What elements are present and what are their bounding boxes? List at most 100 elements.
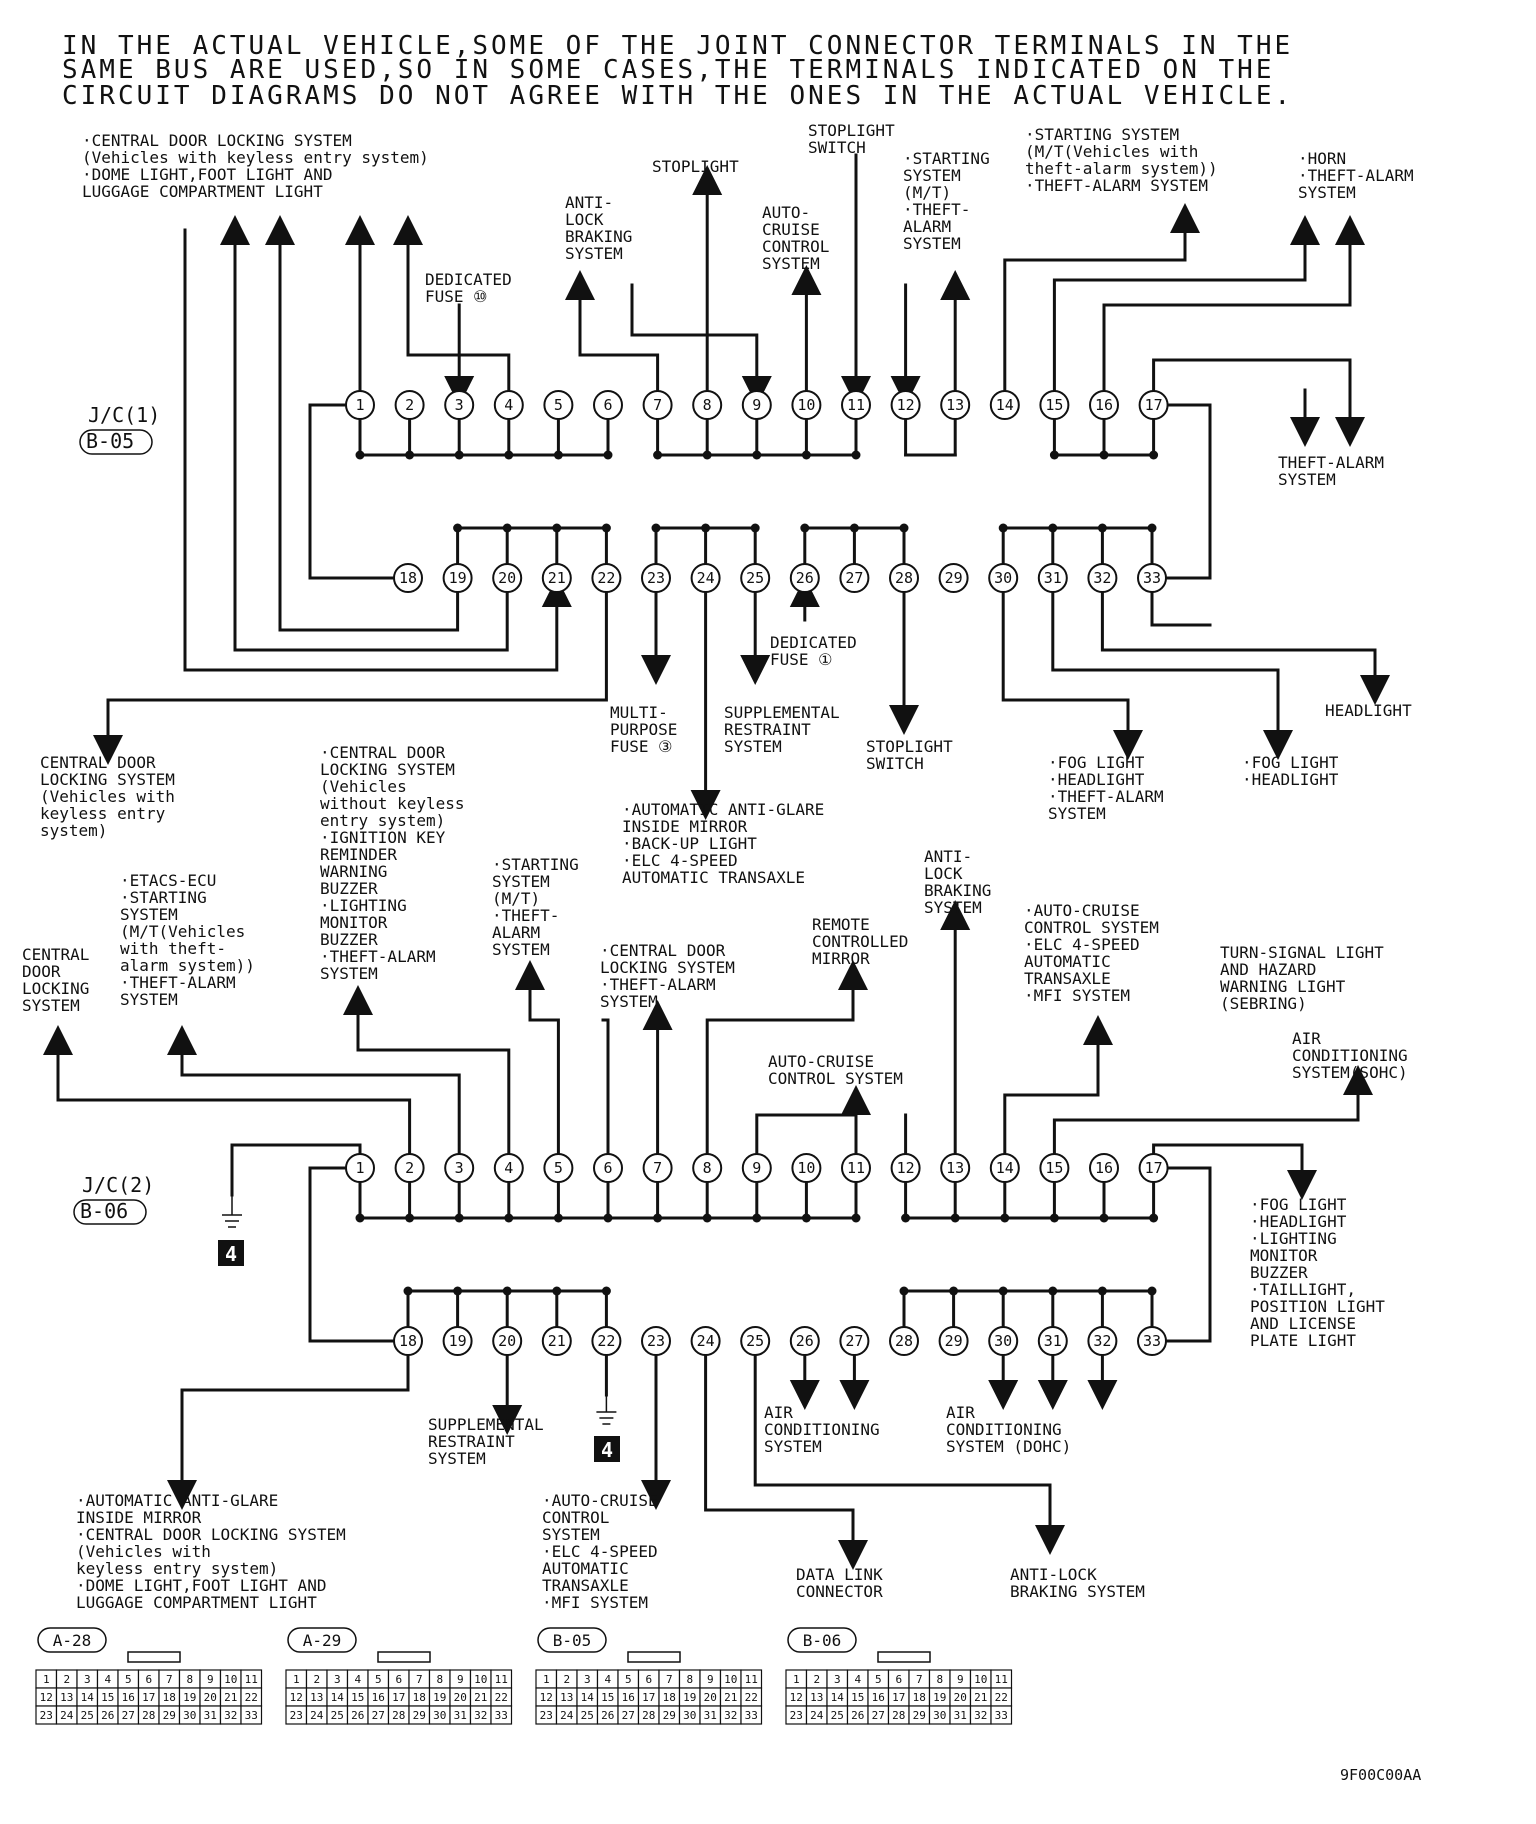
connector-A-28-cell-6-label: 6 — [145, 1673, 152, 1686]
label-jc2-b: ·ETACS-ECU·STARTINGSYSTEM(M/T(Vehicleswi… — [120, 871, 255, 1009]
junction-dot — [949, 1286, 959, 1296]
label-jc2-p-line-6: ·MFI SYSTEM — [542, 1593, 648, 1612]
jc2-pin-26-number: 26 — [796, 1332, 814, 1350]
label-jc1-t: HEADLIGHT — [1325, 701, 1412, 720]
jc2-pin-14: 14 — [989, 1153, 1020, 1183]
jc2-pin-12-number: 12 — [897, 1159, 915, 1177]
connector-A-29-tag-box — [287, 1627, 357, 1653]
jc2-pin-6-number: 6 — [603, 1159, 612, 1177]
label-jc2-n-line-0: AIR — [946, 1403, 975, 1422]
w2-18 — [167, 1353, 410, 1510]
connector-B-05-cell-6-label: 6 — [645, 1673, 652, 1686]
label-jc1-l-line-4: entry system) — [320, 811, 445, 830]
label-jc1-c-line-3: SYSTEM — [565, 244, 623, 263]
junction-dot — [752, 1213, 762, 1223]
jc1-pin-26: 26 — [789, 563, 820, 593]
label-jc1-l-line-3: without keyless — [320, 794, 465, 813]
jc2-label: J/C(2) B-06 — [73, 1173, 154, 1225]
ground-symbol-2: 4 — [594, 1436, 620, 1462]
jc2-pin-31-number: 31 — [1044, 1332, 1062, 1350]
label-jc1-o-line-1: FUSE ① — [770, 650, 833, 669]
jc1-pin-18-number: 18 — [399, 569, 417, 587]
jc1-pin-31: 31 — [1037, 563, 1068, 593]
connector-A-28-cell-31-label: 31 — [204, 1709, 217, 1722]
connector-A-29-cell-33 — [490, 1705, 513, 1725]
junction-dot — [1149, 1213, 1159, 1223]
jc2-pin-23: 23 — [641, 1326, 671, 1356]
connector-B-06-cell-1-label: 1 — [793, 1673, 800, 1686]
connector-B-05-cell-8-label: 8 — [686, 1673, 693, 1686]
label-jc1-s: ·FOG LIGHT·HEADLIGHT — [1242, 753, 1339, 789]
jc1-pin-14-number: 14 — [996, 396, 1014, 414]
junction-dot — [653, 1213, 663, 1223]
jc1-pin-25: 25 — [740, 563, 771, 593]
connector-B-05-cell-1-label: 1 — [543, 1673, 550, 1686]
junction-dot — [405, 450, 415, 460]
label-jc2-h-line-2: ·ELC 4-SPEED — [1024, 935, 1140, 954]
jc2-pin-17-number: 17 — [1145, 1159, 1163, 1177]
jc1-loop-right — [1164, 403, 1212, 580]
label-jc1-p-line-0: ·AUTOMATIC ANTI-GLARE — [622, 800, 824, 819]
jc2-pin-3: 3 — [444, 1153, 475, 1183]
junction-dot — [403, 1286, 413, 1296]
ground-stem-2 — [596, 1395, 617, 1425]
connector-A-28-cell-33 — [240, 1705, 263, 1725]
connector-B-05-cell-17-label: 17 — [642, 1691, 655, 1704]
w1-4 — [393, 215, 511, 393]
w2-1 — [230, 1143, 362, 1197]
label-jc1-k-line-0: CENTRAL DOOR — [40, 753, 156, 772]
jc1-pin-16: 16 — [1089, 390, 1119, 420]
label-jc2-o-line-2: ·CENTRAL DOOR LOCKING SYSTEM — [76, 1525, 346, 1544]
connector-B-05-cell-15-label: 15 — [601, 1691, 614, 1704]
junction-dot — [801, 1213, 811, 1223]
w2-5 — [515, 960, 560, 1156]
label-jc2-i-line-2: WARNING LIGHT — [1220, 977, 1346, 996]
connector-A-28-cell-28-label: 28 — [142, 1709, 155, 1722]
jc2-pin-1-number: 1 — [355, 1159, 364, 1177]
connector-B-06-cell-14-label: 14 — [831, 1691, 845, 1704]
jc1-pin-4: 4 — [493, 390, 524, 420]
connector-B-06-cell-13-label: 13 — [810, 1691, 823, 1704]
connector-A-28-cell-9-label: 9 — [207, 1673, 214, 1686]
connector-B-06-cell-33-label: 33 — [995, 1709, 1008, 1722]
connector-B-06-cell-22-label: 22 — [995, 1691, 1008, 1704]
label-jc2-f-line-1: LOCK — [924, 864, 963, 883]
junction-dot — [651, 523, 661, 533]
jc1-loop-left — [308, 403, 396, 580]
label-jc2-d-line-1: LOCKING SYSTEM — [600, 958, 735, 977]
connector-B-06-cell-9-label: 9 — [957, 1673, 964, 1686]
connector-B-05-cell-4-label: 4 — [604, 1673, 611, 1686]
jc2-pin-18: 18 — [393, 1326, 423, 1356]
label-jc2-f-line-3: SYSTEM — [924, 898, 982, 917]
jc2-pin-25-number: 25 — [746, 1332, 764, 1350]
label-jc2-d-line-0: ·CENTRAL DOOR — [600, 941, 726, 960]
label-jc2-b-line-1: ·STARTING — [120, 888, 207, 907]
jc2-loop-left — [308, 1166, 396, 1343]
connector-B-06-cell-2-label: 2 — [813, 1673, 820, 1686]
connector-A-28-cell-1-label: 1 — [43, 1673, 50, 1686]
label-jc2-k-line-7: AND LICENSE — [1250, 1314, 1356, 1333]
jc1-pin-24-number: 24 — [697, 569, 715, 587]
jc2-name: J/C(2) — [82, 1173, 154, 1197]
junction-dot — [502, 523, 512, 533]
jc2-pin-9-number: 9 — [752, 1159, 761, 1177]
connector-A-29-cell-30-label: 30 — [433, 1709, 446, 1722]
junction-dot — [453, 1286, 463, 1296]
junction-dot — [1099, 450, 1109, 460]
label-jc2-f-line-2: BRAKING — [924, 881, 991, 900]
label-jc2-p-line-3: ·ELC 4-SPEED — [542, 1542, 658, 1561]
jc1-pin-8: 8 — [692, 390, 723, 420]
jc2-pin-20: 20 — [492, 1326, 523, 1356]
jc2-pin-24: 24 — [690, 1326, 721, 1356]
label-jc2-g-line-0: AUTO-CRUISE — [768, 1052, 874, 1071]
label-jc1-p-line-4: AUTOMATIC TRANSAXLE — [622, 868, 805, 887]
connector-A-29-cell-20-label: 20 — [454, 1691, 467, 1704]
